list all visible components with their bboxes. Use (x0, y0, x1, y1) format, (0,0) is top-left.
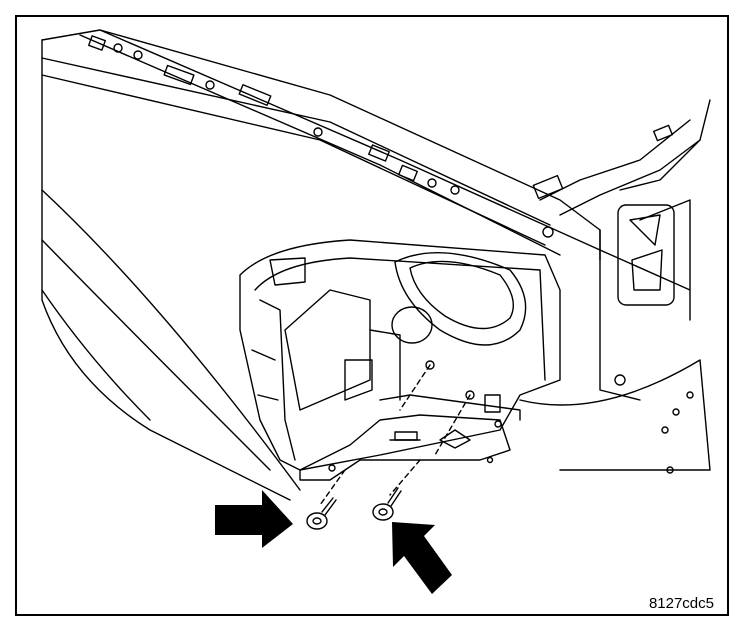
rail-holes (88, 35, 694, 474)
bolt-right (372, 487, 402, 521)
radiator-support (79, 29, 711, 471)
bolt-left (306, 497, 337, 530)
alignment-lines (319, 364, 471, 506)
figure-code: 8127cdc5 (648, 595, 714, 612)
up-left-arrow-icon (392, 522, 452, 594)
bracket (299, 394, 521, 481)
figure-frame (15, 15, 729, 616)
fender (41, 29, 601, 501)
headlamp-opening (239, 239, 561, 471)
right-arrow-icon (215, 490, 293, 548)
